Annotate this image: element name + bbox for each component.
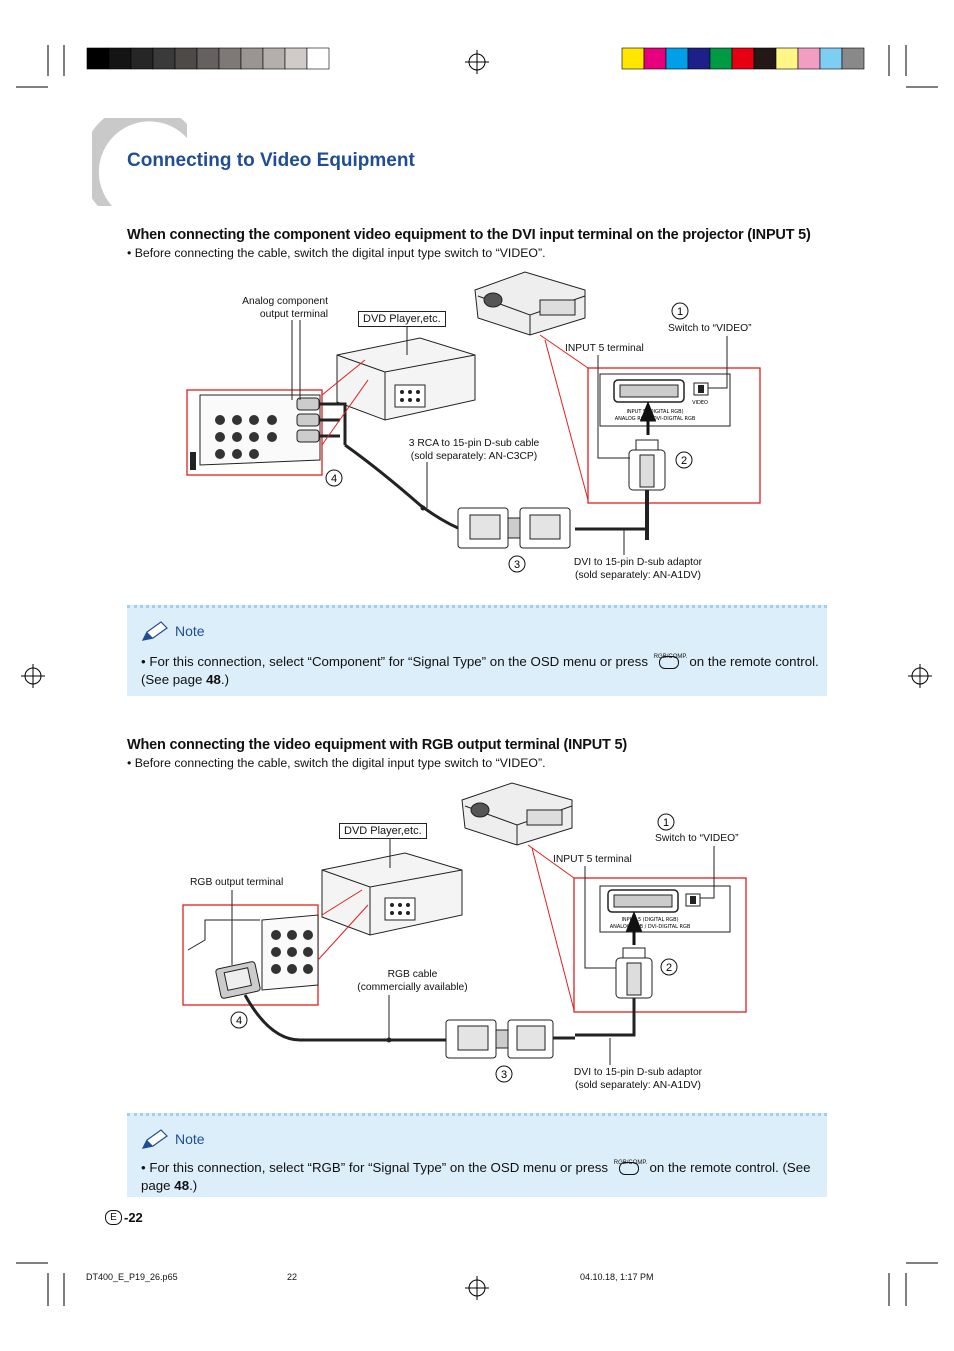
pencil-note-icon [141,621,168,641]
color-swatch [130,47,154,70]
step3-text-2: 3 [501,1069,507,1081]
input5-label: INPUT 5 terminal [565,343,644,354]
note-header-2: Note [141,1128,205,1150]
color-swatch [709,47,733,70]
rgb-comp-button-icon: RGB/COMP. [654,650,687,670]
step1-text: 1 [677,306,683,318]
color-swatch [665,47,689,70]
color-swatch [753,47,777,70]
color-swatch [284,47,308,70]
step2-text: 2 [681,455,687,467]
rgb-cable-label: RGB cable (commercially available) [357,969,468,993]
step1-text-2: 1 [663,817,669,829]
color-swatch [174,47,198,70]
projector-illustration-2 [461,782,573,846]
title-swoosh [92,118,187,206]
note-label-2: Note [175,1131,205,1147]
panel-analog-text: ANALOG RGB / DVI-DIGITAL RGB [615,416,696,422]
panel-input5-text-2: INPUT 5 (DIGITAL RGB) [621,917,678,923]
color-swatch [819,47,843,70]
note-label-1: Note [175,623,205,639]
note-text-1: • For this connection, select “Component… [141,650,819,689]
page-title: Connecting to Video Equipment [127,150,415,171]
note-header-1: Note [141,620,205,642]
color-swatch [841,47,865,70]
switch-video-label-2: Switch to “VIDEO” [655,833,739,844]
note-box-2: Note • For this connection, select “RGB”… [127,1113,827,1197]
color-swatch [86,47,110,70]
rca-cable-label: 3 RCA to 15-pin D-sub cable (sold separa… [408,438,540,462]
note-text-2: • For this connection, select “RGB” for … [141,1156,819,1195]
projector-illustration [474,271,586,336]
color-swatch [262,47,286,70]
section2-bullet: • Before connecting the cable, switch th… [127,756,546,770]
analog-output-label: Analog component output terminal [242,296,328,320]
page-number-text: -22 [124,1210,143,1225]
dvd-player-illustration-2 [321,852,463,936]
dvd-player-label: DVD Player,etc. [358,311,446,327]
adaptor-label-1: DVI to 15-pin D-sub adaptor (sold separa… [573,557,703,581]
step3-text: 3 [514,559,520,571]
dvd-player-illustration [336,337,476,421]
panel-analog-text-2: ANALOG RGB / DVI-DIGITAL RGB [610,924,691,930]
rgb-output-label: RGB output terminal [190,877,284,888]
color-swatch [775,47,799,70]
color-swatch [152,47,176,70]
color-swatch [196,47,220,70]
dsub-adaptor [457,507,571,549]
note-box-1: Note • For this connection, select “Comp… [127,605,827,696]
color-swatch [306,47,330,70]
dvd-player-label-2: DVD Player,etc. [339,823,427,839]
rgb-comp-button-icon-2: RGB/COMP. [614,1156,647,1176]
input5-label-2: INPUT 5 terminal [553,854,632,865]
footer-filename: DT400_E_P19_26.p65 [86,1272,178,1282]
page-prefix-badge: E [105,1210,122,1225]
color-swatch [108,47,132,70]
color-swatch [687,47,711,70]
footer-date: 04.10.18, 1:17 PM [580,1272,654,1282]
page-number: E -22 [105,1210,143,1225]
color-swatch [797,47,821,70]
color-swatch [240,47,264,70]
panel-pc-video-text: VIDEO [692,400,708,406]
step4-text: 4 [331,473,337,485]
diagram-component-connection: INPUT 5 (DIGITAL RGB) ANALOG RGB / DVI-D… [186,271,761,573]
panel-input5-text: INPUT 5 (DIGITAL RGB) [626,409,683,415]
adaptor-label-2: DVI to 15-pin D-sub adaptor (sold separa… [573,1067,703,1091]
color-swatch [218,47,242,70]
section1-bullet: • Before connecting the cable, switch th… [127,246,546,260]
section1-heading: When connecting the component video equi… [127,227,811,243]
section2-heading: When connecting the video equipment with… [127,737,627,753]
pencil-note-icon-2 [141,1129,168,1149]
footer-page: 22 [287,1272,298,1282]
color-swatch [621,47,645,70]
step4-text-2: 4 [236,1015,242,1027]
dsub-adaptor-2 [445,1019,554,1059]
diagram-rgb-connection: INPUT 5 (DIGITAL RGB) ANALOG RGB / DVI-D… [182,782,747,1083]
color-swatch [731,47,755,70]
step2-text-2: 2 [666,962,672,974]
color-swatch [643,47,667,70]
switch-video-label: Switch to “VIDEO” [668,323,752,334]
